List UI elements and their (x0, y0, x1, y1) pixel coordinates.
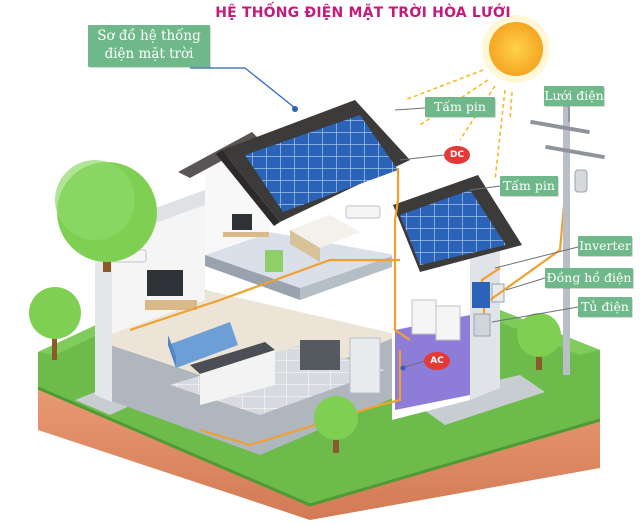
callout-solar-panel-2: Tấm pin (500, 176, 558, 196)
callout-electrical-cabinet: Tủ điện (578, 297, 632, 317)
tree-right (517, 313, 561, 370)
ac-tag: AC (424, 352, 450, 370)
tree-small-left (29, 287, 81, 360)
callout-inverter: Inverter (578, 236, 632, 256)
callout-power-grid: Lưới điện (544, 86, 604, 106)
main-callout-leader (190, 67, 298, 112)
callout-main-line1: Sơ đồ hệ thống (97, 28, 201, 44)
callout-solar-panel-1: Tấm pin (425, 97, 495, 117)
roof-annex (393, 175, 522, 272)
furniture (111, 205, 505, 405)
sun-icon (482, 15, 550, 83)
cabinet-box (473, 313, 491, 337)
tree-center (314, 396, 358, 453)
sun-rays (404, 69, 513, 181)
callout-system-diagram: Sơ đồ hệ thống điện mặt trời (88, 25, 210, 67)
callout-main-line2: điện mặt trời (104, 46, 194, 62)
utility-pole (530, 100, 605, 375)
tree-large-left (55, 160, 157, 272)
inverter-box (472, 282, 490, 308)
wiring (129, 159, 570, 447)
callout-electric-meter: Đồng hồ điện (545, 268, 633, 288)
roof-main (178, 100, 410, 226)
solar-panel-main (245, 115, 398, 212)
page-title: HỆ THỐNG ĐIỆN MẶT TRỜI HÒA LƯỚI (215, 5, 511, 21)
callout-leaders (394, 107, 579, 369)
dc-tag: DC (444, 146, 470, 164)
solar-panel-annex (400, 190, 506, 265)
